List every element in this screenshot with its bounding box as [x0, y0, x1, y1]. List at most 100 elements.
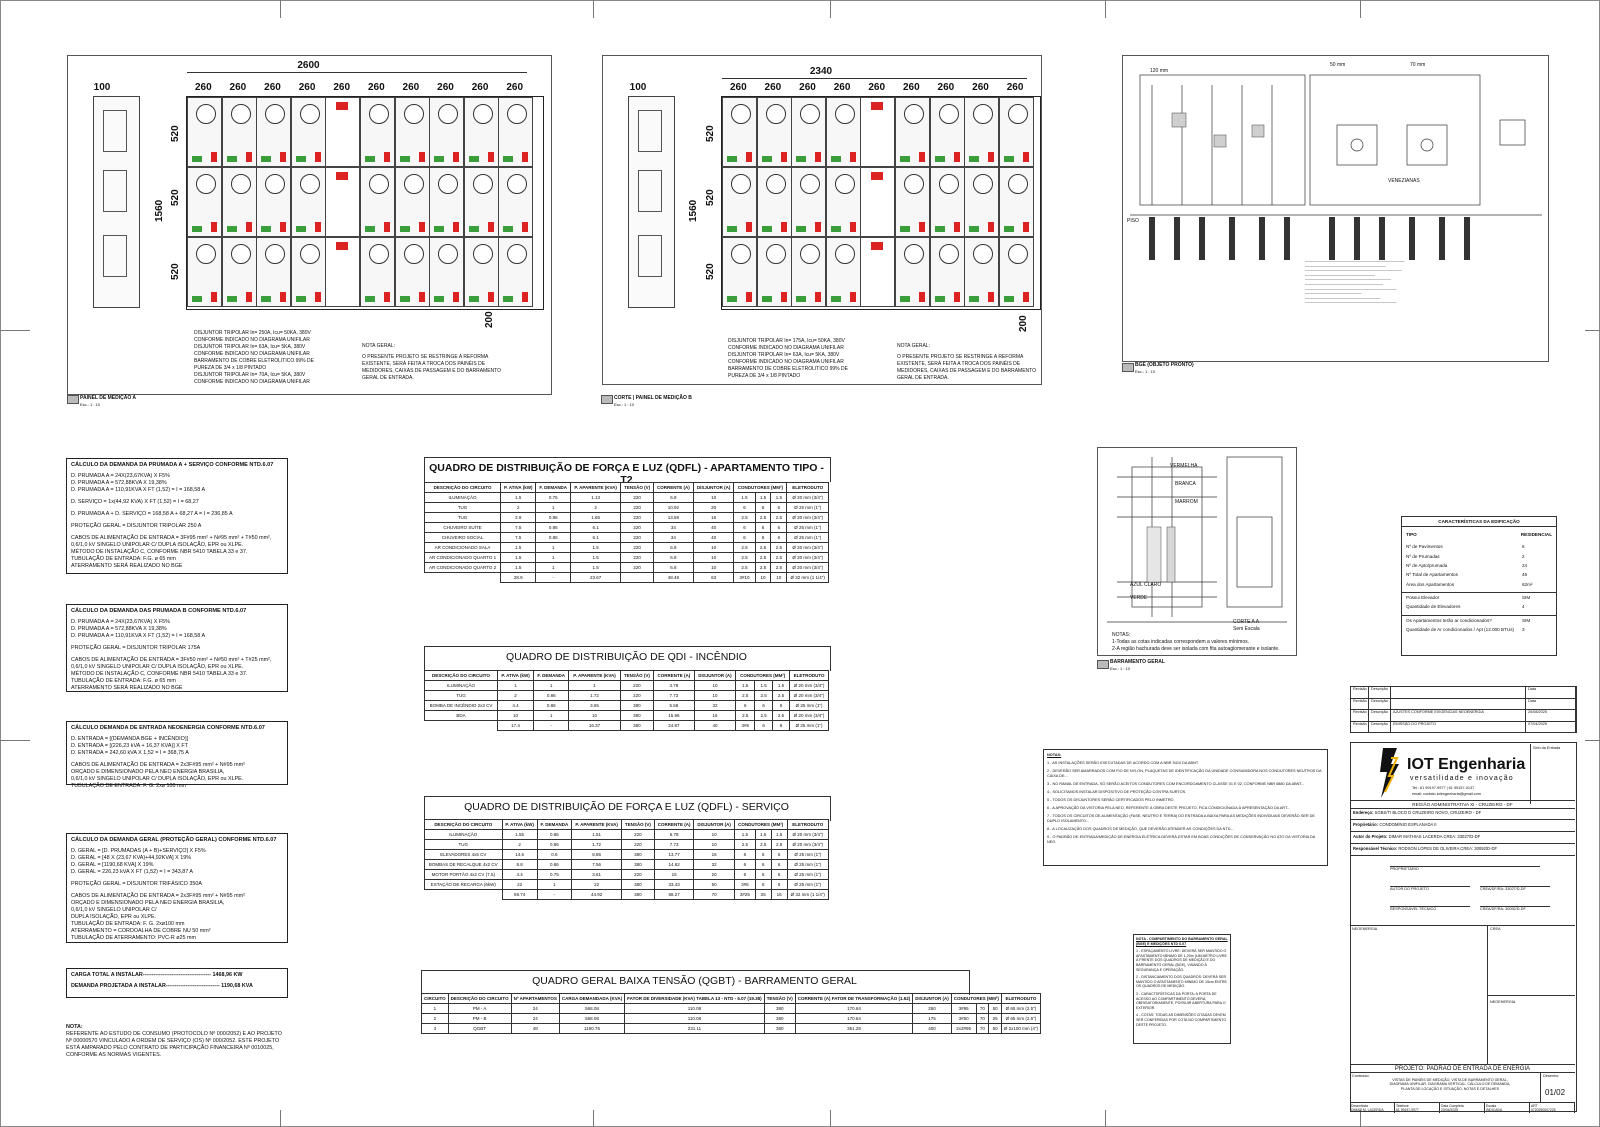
panel-b-height-2: 520 [705, 189, 716, 206]
table-header: TENSÃO (V) [619, 670, 655, 681]
table-cell: 1.5 [754, 492, 772, 503]
breaker-icon [314, 292, 321, 302]
table-cell: 6 [733, 522, 756, 533]
table-cell: 380 [763, 1003, 796, 1014]
meter-icon [507, 244, 528, 264]
table-cell: 34 [652, 532, 694, 543]
table-cell: Ø 65 mm (2.5") [1000, 1013, 1042, 1024]
meter-icon [973, 174, 994, 194]
footer-value: 0720250007225 [1531, 1108, 1556, 1112]
side-box [638, 235, 662, 277]
calc-line: D. PRUMADA A = 110,91KVA X FT (1,52) = I… [71, 633, 206, 639]
meter-cell [964, 237, 1000, 307]
calc-line: D. GERAL = [D. PRUMADAS (A + B)+SERVIÇO]… [71, 848, 206, 854]
module-width-dim: 260 [833, 82, 851, 93]
note-text: O PRESENTE PROJETO SE RESTRINGE A REFORM… [897, 354, 1037, 381]
nota-item: 1 - AS INSTALAÇÕES SERÃO EXECUTADAS DE A… [1047, 761, 1199, 765]
legend-item: DISJUNTOR TRIPOLAR In= 175A, Icu= 50KA, … [728, 338, 845, 351]
table-total-cell: 23.67 [569, 572, 622, 583]
sig-resp: RESPONSÁVEL TÉCNICO [1390, 906, 1470, 911]
meter-cell [825, 237, 861, 307]
table-cell: 6 [754, 522, 772, 533]
table-cell: 40 [692, 532, 735, 543]
table-cell: 7.5 [500, 532, 537, 543]
calc-title: CÁLCULO DA DEMANDA DA PRUMADA A + SERVIÇ… [71, 462, 274, 468]
table-header: DISJUNTOR (A) [692, 482, 735, 493]
meter-cell [429, 167, 465, 237]
table-cell: Ø 20 mm (3/4") [786, 492, 829, 503]
meter-tag-icon [900, 296, 910, 302]
meter-icon [472, 104, 493, 124]
revisao-cell: Revisão [1351, 687, 1369, 698]
table-cell: 3#6 [733, 879, 756, 890]
caracteristica-value: SIM [1522, 595, 1531, 601]
meter-cell [463, 167, 499, 237]
tb-fields: Endereço: SGBS/TI BLOCO D CRUZEIRO NOVO,… [1350, 808, 1575, 856]
calc-line: CABOS DE ALIMENTAÇÃO DE ENTRADA = 3F#50 … [71, 657, 272, 663]
table-cell: 6 [770, 502, 788, 513]
meter-cell [998, 167, 1034, 237]
bge-caption: BGE (OBJETO PRONTO) [1135, 362, 1194, 368]
meter-cell [429, 237, 465, 307]
table-cell: AR CONDICIONADO QUARTO 1 [423, 552, 502, 563]
breaker-icon [314, 222, 321, 232]
table-total-cell: 59.74 [501, 889, 538, 900]
caracteristica-value: 6 [1522, 544, 1525, 550]
table-total-cell [620, 572, 654, 583]
calc-title: CÁLCULO DEMANDA DE ENTRADA NEOENERGIA CO… [71, 725, 265, 731]
table-cell: 1.5 [754, 680, 773, 691]
meter-tag-icon [226, 296, 237, 302]
calc-line: TUBULAÇÃO DE ENTRADA: F. G. 2xø100 mm [71, 921, 185, 927]
meter-tag-icon [934, 296, 945, 302]
table-total-cell: 44.92 [571, 889, 623, 900]
meter-icon [834, 244, 855, 264]
meter-icon [731, 104, 751, 124]
table-cell: 32 [693, 700, 737, 711]
bar-corte: CORTE A A [1233, 619, 1260, 625]
table-cell: 16 [693, 849, 735, 860]
table-cell: 6 [754, 700, 773, 711]
breaker-icon [453, 292, 460, 302]
table-total-cell: 40 [693, 720, 737, 731]
caracteristica-label: Área dos Apartamentos [1406, 581, 1455, 587]
meter-tag-icon [399, 156, 410, 162]
table-cell: 24 [510, 1003, 560, 1014]
table-cell: 1.5 [754, 829, 772, 840]
meter-tag-icon [192, 156, 202, 162]
tipo-label: TIPO [1406, 532, 1417, 537]
meter-icon [299, 104, 320, 124]
meter-tag-icon [727, 226, 737, 232]
legend-item: DISJUNTOR TRIPOLAR In= 70A, Icu= 5KA, 38… [194, 372, 310, 385]
meter-icon [800, 104, 821, 124]
table-header: FATOR DE DIVERSIDADE (KVA) TABELA 13 - N… [624, 993, 765, 1004]
proprietario-label: Proprietário: [1353, 822, 1379, 827]
calc-line: TUBULAÇÃO DE ENTRADA: F. G. 2xø 100 mm [71, 783, 187, 789]
table-cell: 1 [568, 680, 621, 691]
calc-line: CABOS DE ALIMENTAÇÃO DE ENTRADA = 2x3F#9… [71, 762, 245, 768]
table-cell: 5.58 [653, 700, 695, 711]
breaker-icon [522, 222, 529, 232]
table-cell: ILUMINAÇÃO [423, 492, 502, 503]
meter-icon [230, 174, 251, 194]
table-total-cell: 6 [754, 720, 773, 731]
meter-cell [498, 97, 534, 167]
table-cell: 6.1 [569, 532, 622, 543]
table-cell: 220 [620, 532, 654, 543]
table-cell: 6 [771, 700, 791, 711]
barramento-caption: BARRAMENTO GERAL [1110, 659, 1165, 665]
table-cell: MOTOR PORTÃO 4x2 CV (7.5) [424, 869, 503, 880]
meter-icon [265, 174, 286, 194]
meter-cell [964, 167, 1000, 237]
table-cell: Ø 25 mm (1") [786, 859, 830, 870]
meter-cell [756, 97, 792, 167]
panel-a-caption: PAINEL DE MEDIÇÃO A [80, 395, 137, 401]
meter-icon [196, 174, 216, 194]
meter-icon [1007, 174, 1028, 194]
table-cell: 1.5 [500, 542, 537, 553]
resp-label: Responsável Técnico: [1353, 846, 1398, 851]
calc-line: TUBULAÇÃO DE ENTRADA: F.G. ø 65 mm [71, 556, 176, 562]
